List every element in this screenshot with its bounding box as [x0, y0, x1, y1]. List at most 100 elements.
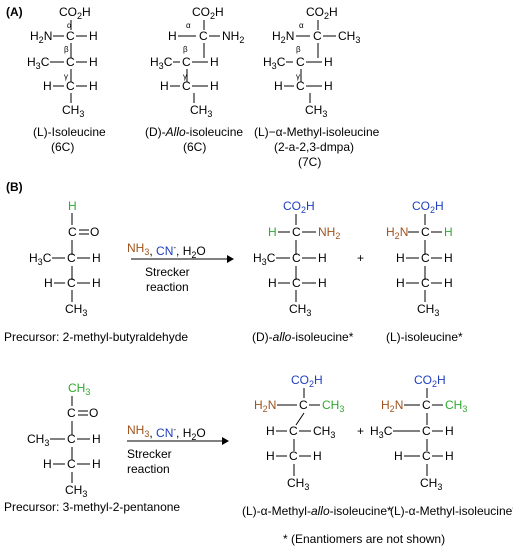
- precursor-2-methyl-butyraldehyde: H C O H3C C H H C H CH3: [29, 199, 101, 318]
- carbonyl-oxygen: O: [89, 406, 98, 420]
- condition-line-2: reaction: [146, 280, 189, 294]
- carbonyl-carbon: C: [67, 406, 76, 420]
- h-atom: H: [89, 29, 98, 43]
- product-l-alpha-methyl-allo-isoleucine: CO2H H2N C CH3 H C CH3 H C H CH3: [254, 373, 344, 492]
- alpha-carbon: C: [421, 225, 430, 239]
- alpha-carbon: C: [199, 29, 208, 43]
- gamma-label: γ: [64, 72, 68, 81]
- compound-name: (L)−α-Methyl-isoleucine: [254, 125, 380, 139]
- terminal-methyl: CH3: [190, 103, 212, 119]
- product-label-1: (D)-allo-isoleucine*: [252, 330, 354, 344]
- h-atom: H: [92, 276, 101, 290]
- beta-carbon: C: [67, 276, 76, 290]
- h-atom: H: [266, 424, 275, 438]
- terminal-methyl: CH3: [417, 302, 439, 318]
- h-atom: H: [444, 251, 453, 265]
- amine-group: H2N: [272, 29, 294, 45]
- alpha-carbon: C: [67, 432, 76, 446]
- compound-abbreviation: (2-a-2,3-dmpa): [274, 140, 354, 154]
- h-atom: H: [394, 449, 403, 463]
- alpha-label: α: [186, 21, 191, 30]
- h-atom: H: [313, 449, 322, 463]
- beta-carbon: C: [422, 424, 431, 438]
- condition-line-1: Strecker: [127, 447, 172, 461]
- beta-carbon: C: [182, 55, 191, 69]
- h-atom: H: [445, 424, 454, 438]
- condition-line-1: Strecker: [145, 265, 190, 279]
- footnote: * (Enantiomers are not shown): [283, 532, 445, 546]
- alpha-label: α: [299, 21, 304, 30]
- carboxyl-group: CO2H: [306, 5, 338, 21]
- h-atom: H: [318, 251, 327, 265]
- compound-name: (L)-Isoleucine: [33, 125, 106, 139]
- panel-b-label: (B): [6, 180, 23, 194]
- beta-carbon: C: [292, 251, 301, 265]
- gamma-carbon: C: [421, 276, 430, 290]
- methyl-group: H3C: [150, 55, 173, 71]
- h-atom: H: [210, 79, 219, 93]
- structure-l-alpha-methyl-isoleucine: CO2H α H2N C CH3 β H3C C H γ H C H CH3 (…: [254, 5, 380, 169]
- h-atom: H: [92, 457, 101, 471]
- h-atom: H: [324, 79, 333, 93]
- h-atom: H: [44, 276, 53, 290]
- product-l-alpha-methyl-isoleucine: CO2H H2N C CH3 H3C C H H C H CH3: [370, 373, 467, 492]
- product-d-allo-isoleucine: CO2H H C NH2 H3C C H H C H CH3: [253, 199, 340, 318]
- alpha-h: H: [444, 225, 453, 239]
- terminal-methyl: CH3: [287, 476, 309, 492]
- h-atom: H: [43, 79, 52, 93]
- gamma-carbon: C: [182, 79, 191, 93]
- amine-group: H2N: [30, 29, 52, 45]
- product-label-2: (L)-isoleucine*: [386, 330, 463, 344]
- h-atom: H: [396, 276, 405, 290]
- methyl-group: H3C: [253, 251, 276, 267]
- h-atom: H: [266, 449, 275, 463]
- aldehyde-h: H: [68, 199, 77, 213]
- reaction-arrow-1: NH3, CN-, H2O Strecker reaction: [127, 241, 234, 294]
- carboxyl-group: CO2H: [192, 5, 224, 21]
- h-atom: H: [89, 79, 98, 93]
- methyl-group: H3C: [27, 55, 50, 71]
- gamma-carbon: C: [422, 449, 431, 463]
- gamma-carbon: C: [66, 79, 75, 93]
- alpha-methyl: CH3: [338, 29, 360, 45]
- h-atom: H: [92, 432, 101, 446]
- h-atom: H: [274, 79, 283, 93]
- beta-carbon: C: [289, 424, 298, 438]
- h-atom: H: [324, 55, 333, 69]
- reagents: NH3, CN-, H2O: [127, 423, 206, 442]
- carboxyl-group: CO2H: [283, 199, 315, 215]
- product-l-isoleucine: CO2H H2N C H H C H H C H CH3: [386, 199, 453, 318]
- carboxyl-group: CO2H: [59, 5, 91, 21]
- methyl-group: H3C: [29, 251, 52, 267]
- structure-d-allo-isoleucine: CO2H α H C NH2 β H3C C H γ H C H CH3 (D)…: [145, 5, 244, 154]
- plus-sign: +: [357, 251, 364, 265]
- alpha-carbon: C: [66, 29, 75, 43]
- terminal-methyl: CH3: [289, 302, 311, 318]
- amine-group: NH2: [318, 225, 340, 241]
- alpha-carbon: C: [67, 251, 76, 265]
- gamma-carbon: C: [292, 276, 301, 290]
- carboxyl-group: CO2H: [291, 373, 323, 389]
- carbon-count: (6C): [51, 140, 74, 154]
- methyl-group: CH3: [27, 432, 49, 448]
- precursor-label-2: Precursor: 3-methyl-2-pentanone: [4, 500, 180, 514]
- beta-methyl: CH3: [313, 424, 335, 440]
- beta-carbon: C: [67, 457, 76, 471]
- h-atom: H: [445, 449, 454, 463]
- gamma-carbon: C: [289, 449, 298, 463]
- terminal-methyl: CH3: [62, 103, 84, 119]
- carboxyl-group: CO2H: [414, 373, 446, 389]
- h-atom: H: [43, 457, 52, 471]
- gamma-label: γ: [296, 72, 300, 81]
- h-atom: H: [444, 276, 453, 290]
- ketone-methyl: CH3: [68, 381, 90, 397]
- terminal-methyl: CH3: [305, 103, 327, 119]
- h-atom: H: [318, 276, 327, 290]
- carbonyl-carbon: C: [68, 225, 77, 239]
- gamma-carbon: C: [296, 79, 305, 93]
- carbonyl-oxygen: O: [90, 225, 99, 239]
- alpha-carbon: C: [299, 398, 308, 412]
- h-atom: H: [210, 55, 219, 69]
- terminal-methyl: CH3: [420, 476, 442, 492]
- h-atom: H: [168, 29, 177, 43]
